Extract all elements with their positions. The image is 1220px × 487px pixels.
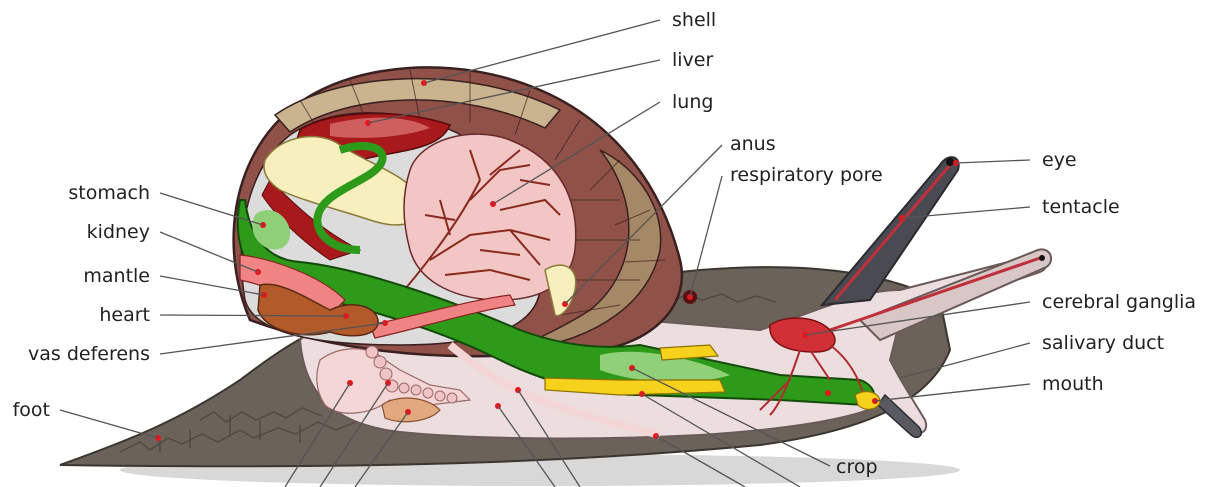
label-tentacle: tentacle bbox=[1042, 196, 1120, 218]
label-salivary-duct: salivary duct bbox=[1042, 332, 1164, 354]
label-stomach: stomach bbox=[68, 182, 150, 204]
label-lung: lung bbox=[672, 91, 713, 113]
lower-tentacle-tip bbox=[1039, 255, 1045, 261]
label-mantle: mantle bbox=[83, 265, 150, 287]
label-crop: crop bbox=[836, 456, 878, 478]
label-anus: anus bbox=[730, 133, 776, 155]
eye-spot bbox=[946, 158, 954, 166]
dot-gut-1 bbox=[825, 390, 831, 396]
label-cerebral-ganglia: cerebral ganglia bbox=[1042, 291, 1196, 313]
label-shell: shell bbox=[672, 9, 716, 31]
label-liver: liver bbox=[672, 49, 713, 71]
label-mouth: mouth bbox=[1042, 373, 1104, 395]
label-kidney: kidney bbox=[87, 221, 150, 243]
label-heart: heart bbox=[99, 304, 150, 326]
label-respiratory-pore: respiratory pore bbox=[730, 164, 883, 186]
label-eye: eye bbox=[1042, 149, 1077, 171]
label-vas-deferens: vas deferens bbox=[28, 343, 150, 365]
label-foot: foot bbox=[13, 399, 50, 421]
